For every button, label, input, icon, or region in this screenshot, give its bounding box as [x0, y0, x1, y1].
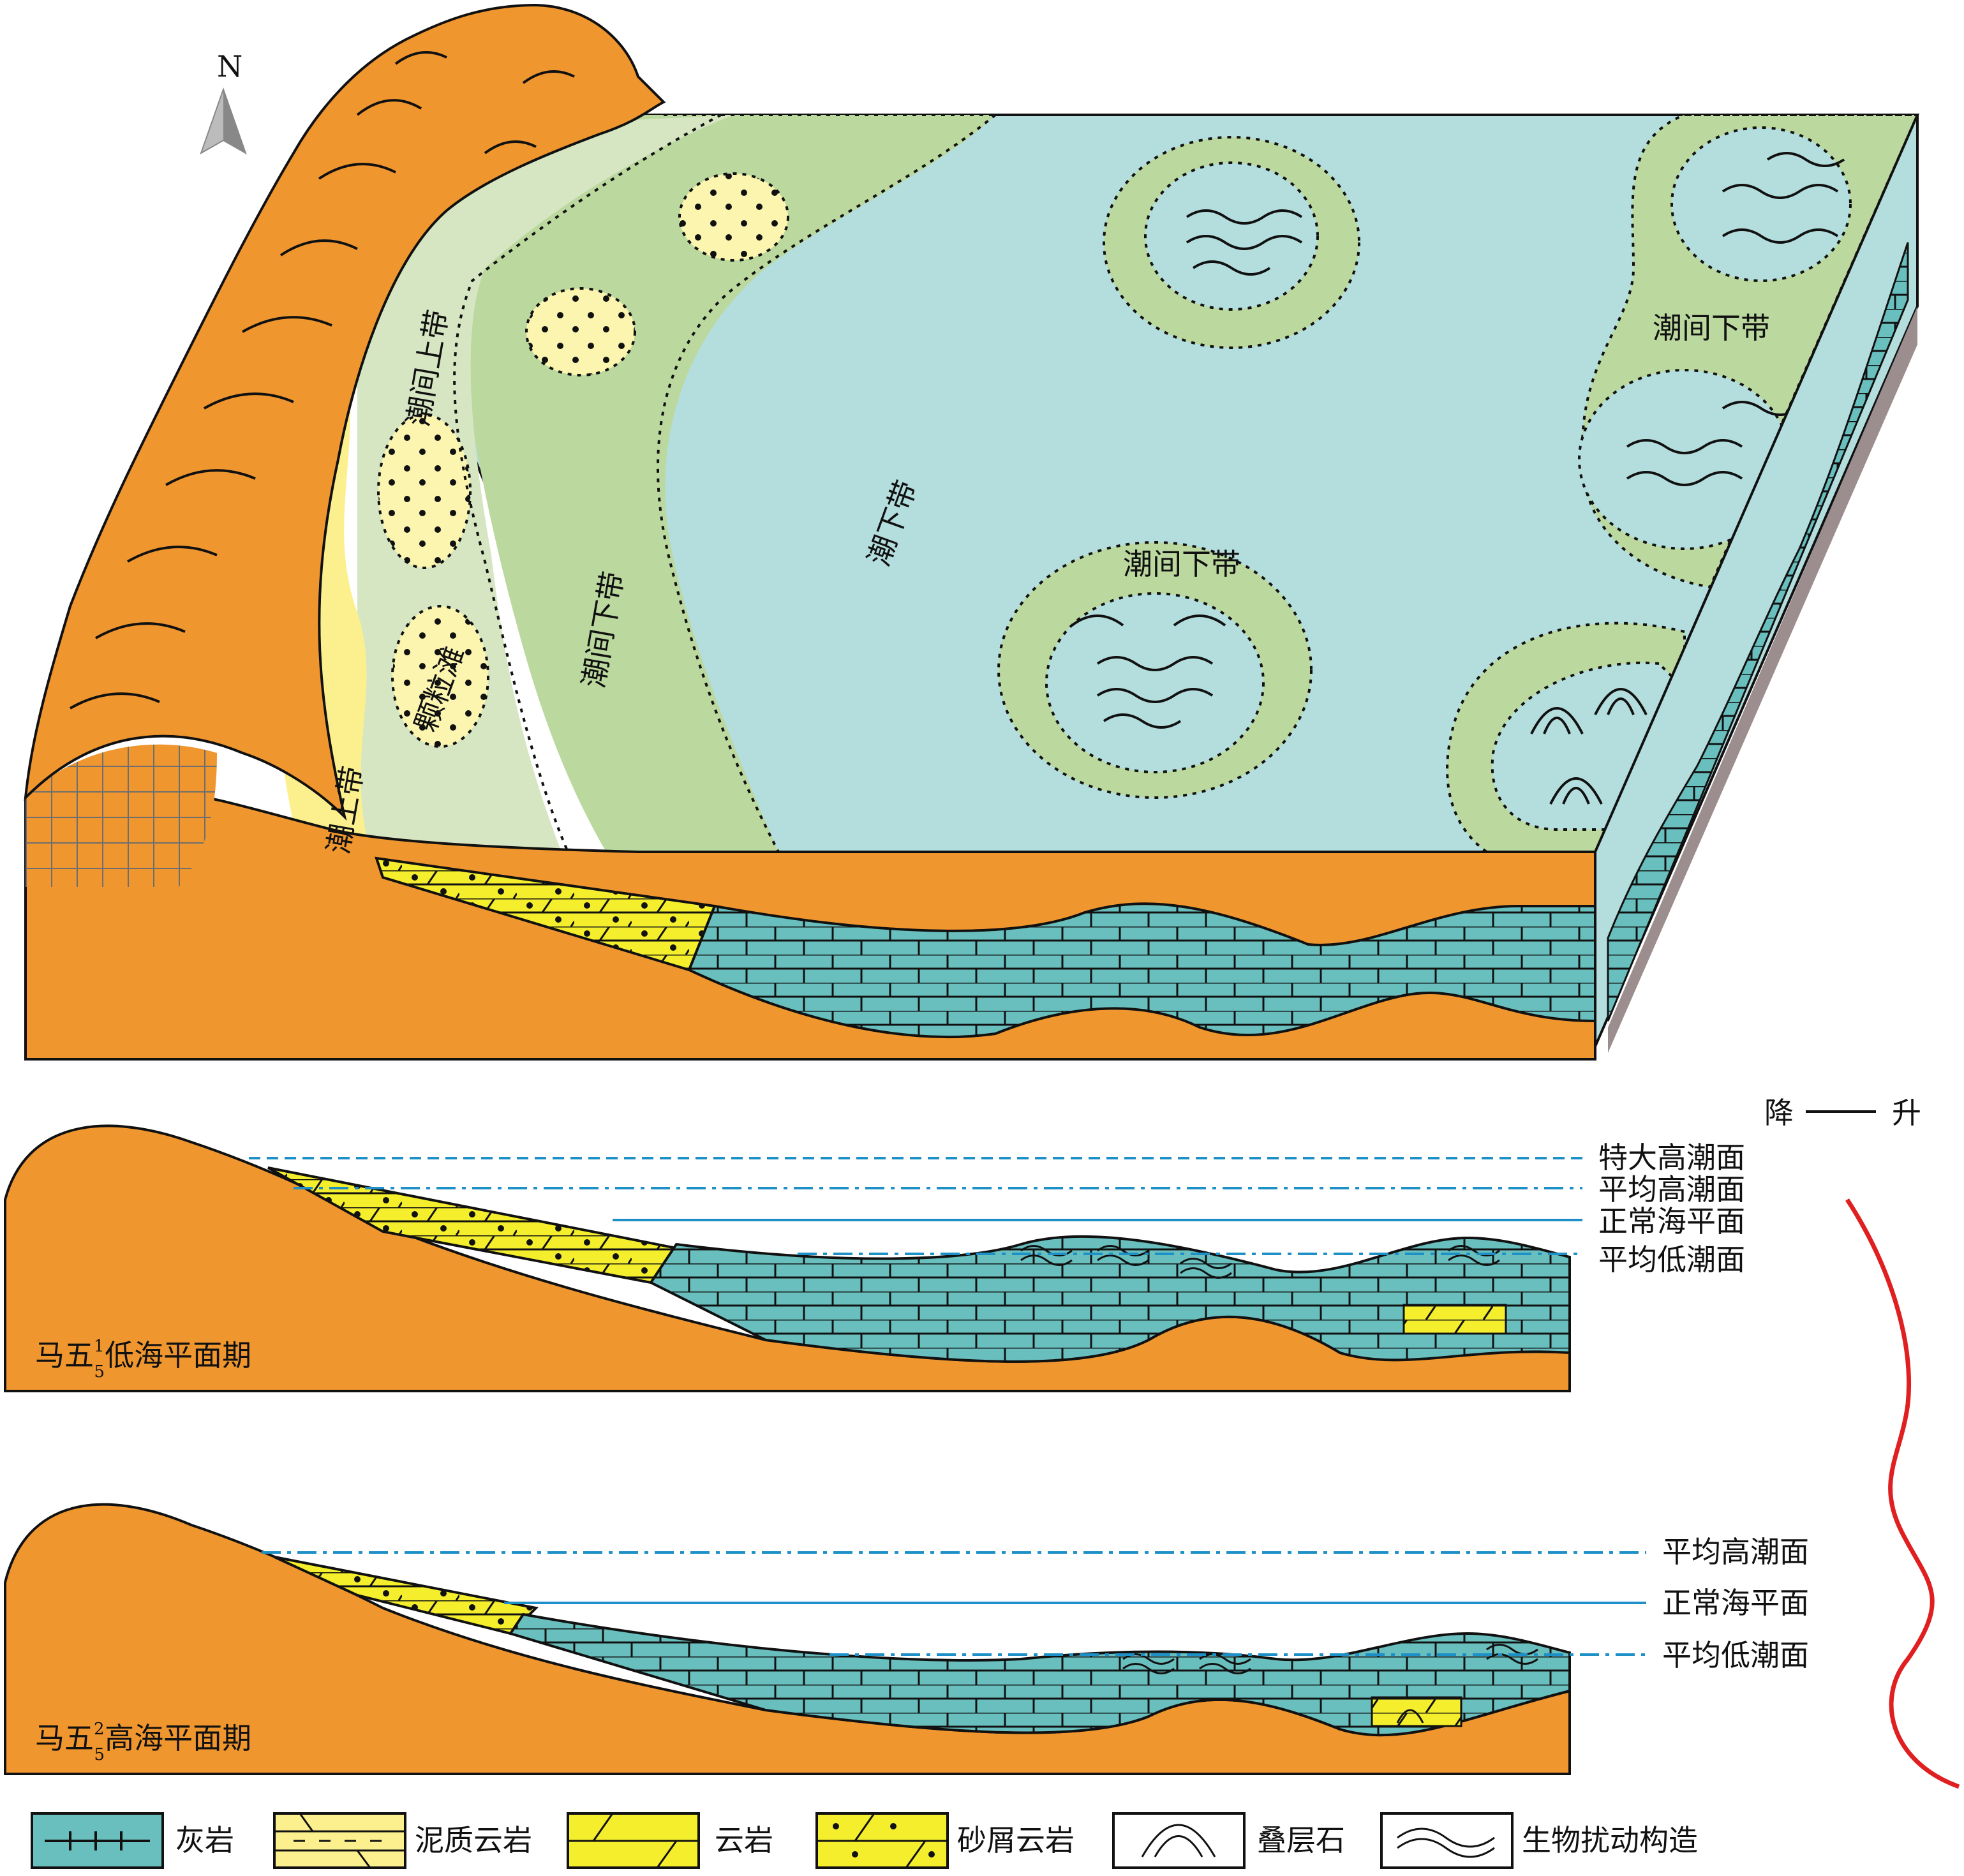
boundary-subtidal-west	[657, 114, 997, 852]
legend-item-stromatolite: 叠层石	[1112, 1812, 1345, 1869]
level-label-4: 平均低潮面	[1598, 1242, 1745, 1277]
section2-limestone	[508, 1612, 1571, 1737]
svg-text:云岩: 云岩	[715, 1823, 773, 1857]
right-face-grey	[1608, 306, 1917, 1053]
mountain	[24, 3, 666, 821]
legend-item-dolomite: 云岩	[567, 1812, 773, 1869]
front-grid-basement	[26, 744, 217, 887]
level-label-1: 特大高潮面	[1598, 1140, 1745, 1175]
subtidal-north-patch	[1144, 161, 1319, 311]
boundary-supratidal	[453, 114, 722, 852]
legend-item-limestone: 灰岩	[31, 1812, 234, 1869]
level-label-2: 平均高潮面	[1598, 1172, 1745, 1207]
legend-item-argillaceous-dolomite: 泥质云岩	[273, 1812, 532, 1869]
north-label: N	[217, 49, 242, 84]
subtidal-center-patch	[1045, 592, 1265, 773]
axis-rise-label: 升	[1892, 1096, 1921, 1130]
section1-dolomite-lens	[1402, 1304, 1507, 1335]
sea-level-curve	[1845, 1198, 1960, 1789]
section2-levels	[262, 1551, 1646, 1656]
svg-text:灰岩: 灰岩	[175, 1823, 234, 1857]
svg-text:泥质云岩: 泥质云岩	[415, 1823, 532, 1857]
level-label-3: 正常海平面	[1598, 1204, 1745, 1239]
subtidal-east-patch-upper	[1670, 126, 1852, 282]
level-label-5: 平均高潮面	[1662, 1535, 1809, 1569]
svg-text:砂屑云岩: 砂屑云岩	[957, 1823, 1075, 1857]
sea-level-curve-panel: 降 升	[1764, 1096, 1960, 1789]
zone-label-chao-jian-xia-dai-right: 潮间下带	[1653, 311, 1770, 345]
legend-item-sandy-dolomite: 砂屑云岩	[815, 1812, 1075, 1869]
subtidal-southeast-patch	[1491, 661, 1674, 831]
stromatolite-marks	[1530, 688, 1648, 805]
svg-text:叠层石: 叠层石	[1257, 1823, 1345, 1857]
front-limestone-layer	[687, 902, 1596, 1039]
legend: 灰岩 泥质云岩 云岩 砂屑云岩 叠层石 生物扰动构造	[31, 1812, 1698, 1869]
grain-shoal-2	[525, 287, 636, 376]
grain-shoal-3	[377, 413, 472, 569]
section1-limestone	[649, 1235, 1571, 1363]
zone-label-chao-jian-xia-dai-center: 潮间下带	[1123, 547, 1240, 581]
bioturbation-marks	[1071, 152, 1845, 729]
block-diagram: N 潮上带 潮间上带 颗粒滩 潮间下带 潮下带 潮间下带 潮间下带	[24, 3, 1920, 1061]
level-label-6: 正常海平面	[1662, 1586, 1809, 1620]
svg-text:生物扰动构造: 生物扰动构造	[1522, 1823, 1698, 1857]
axis-fall-label: 降	[1764, 1096, 1794, 1130]
section2-dolomite-lens	[1371, 1696, 1462, 1727]
mountain-ridges	[70, 51, 575, 710]
lower-intertidal-left	[383, 115, 995, 852]
section2-stromatolite	[1396, 1709, 1424, 1723]
right-face-limestone	[1607, 242, 1909, 1022]
north-arrow: N	[200, 49, 247, 155]
section1-levels	[249, 1157, 1582, 1255]
grain-shoal-4	[391, 605, 489, 748]
legend-item-bioturbation: 生物扰动构造	[1380, 1812, 1698, 1869]
level-label-7: 平均低潮面	[1662, 1638, 1809, 1672]
grain-shoal-1	[678, 172, 789, 262]
